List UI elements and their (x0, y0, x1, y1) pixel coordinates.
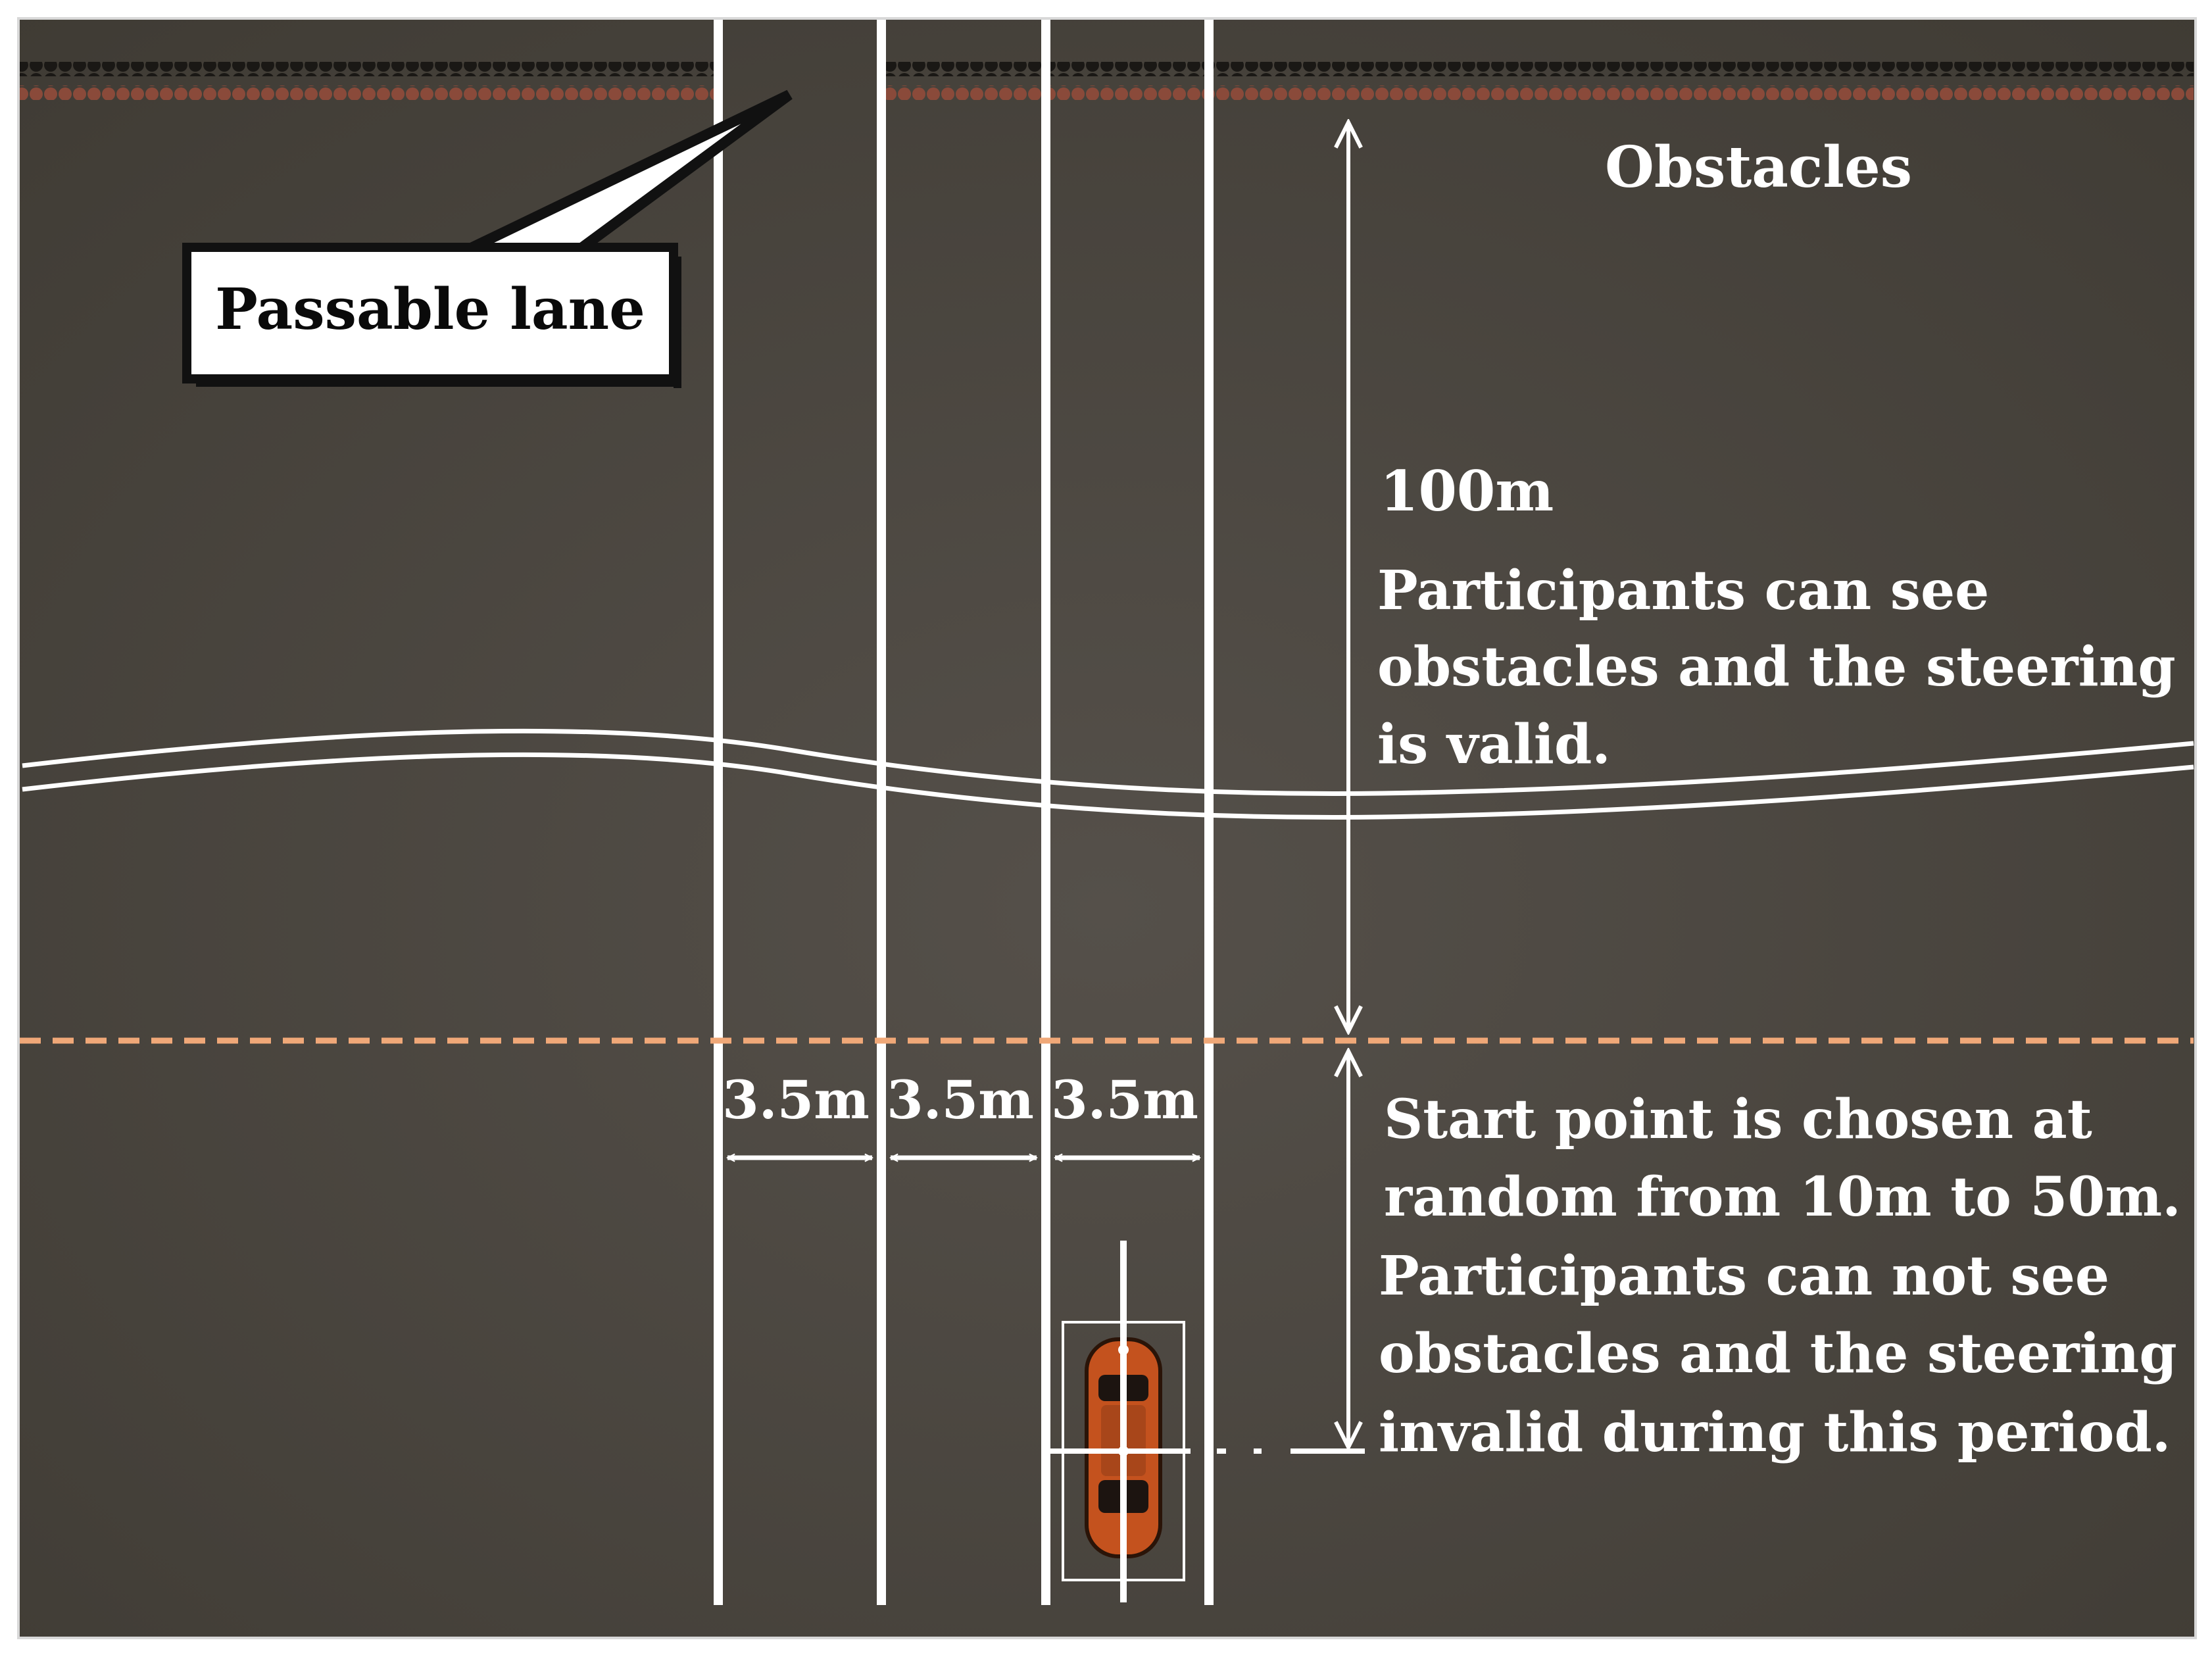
car-icon (1046, 1241, 1191, 1602)
visible-zone-line-1: Participants can see (1377, 559, 1989, 622)
start-zone-line-5: invalid during this period. (1379, 1401, 2171, 1464)
start-zone-line-4: obstacles and the steering is (1379, 1322, 2212, 1385)
lane-width-label-2: 3.5m (887, 1069, 1034, 1131)
start-zone-description: Start point is chosen at random from 10m… (1379, 1088, 2212, 1464)
distance-label-100m: 100m (1380, 458, 1554, 524)
visible-zone-description: Participants can see obstacles and the s… (1377, 559, 2176, 776)
diagram-frame (17, 17, 2197, 1639)
visible-zone-line-2: obstacles and the steering (1377, 635, 2176, 699)
lane-width-labels: 3.5m 3.5m 3.5m (722, 1069, 1198, 1131)
curved-road-markings (22, 728, 2194, 820)
start-zone-line-2: random from 10m to 50m. (1384, 1166, 2181, 1229)
passable-lane-callout: Passable lane (182, 243, 681, 388)
visible-zone-line-3: is valid. (1377, 713, 1611, 776)
lane-width-label-1: 3.5m (722, 1069, 870, 1131)
lane-lines (714, 18, 1214, 1605)
passable-lane-label: Passable lane (215, 276, 645, 343)
start-zone-line-3: Participants can not see (1379, 1245, 2109, 1308)
lane-width-label-3: 3.5m (1051, 1069, 1198, 1131)
obstacles-label: Obstacles (1605, 134, 1912, 201)
start-zone-line-1: Start point is chosen at (1384, 1088, 2092, 1151)
